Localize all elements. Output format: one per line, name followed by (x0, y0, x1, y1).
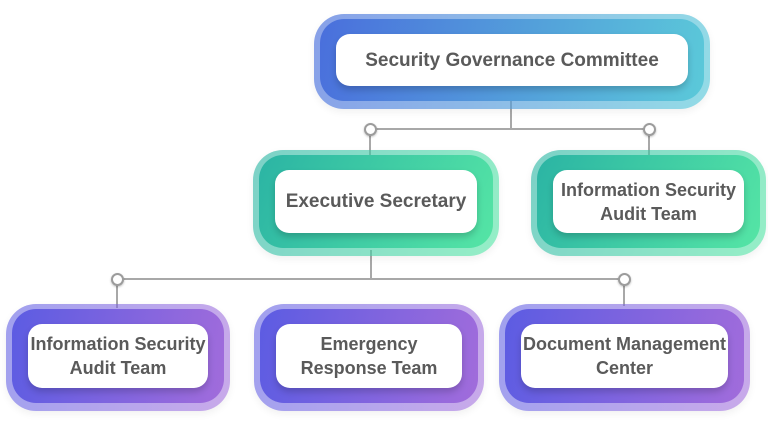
node-card: Information Security Audit Team (553, 170, 744, 233)
node-label-line: Center (595, 358, 653, 378)
junction-dot (111, 273, 124, 286)
node-card: Executive Secretary (275, 170, 477, 233)
node-gradient-frame: Security Governance Committee (320, 19, 704, 101)
junction-dot (618, 273, 631, 286)
node-label-line: Emergency (320, 334, 418, 354)
node-label-line: Response Team (300, 358, 438, 378)
node-label: Executive Secretary (285, 191, 467, 212)
node-label-line: Information Security (560, 179, 737, 200)
node-label: Security Governance Committee (365, 49, 659, 71)
connector-line-mid-vertical (370, 250, 372, 280)
org-node-information-security-audit-team-bottom: Information Security Audit Team (6, 304, 230, 411)
node-card: Information Security Audit Team (28, 324, 208, 388)
node-card: Security Governance Committee (336, 34, 688, 86)
org-node-information-security-audit-team-top: Information Security Audit Team (531, 150, 766, 256)
node-label-line: Audit Team (600, 203, 697, 224)
connector-line-row2-right-stub (623, 281, 625, 306)
node-label-line: Document Management (522, 334, 727, 354)
org-node-emergency-response-team: Emergency Response Team (254, 304, 484, 411)
connector-line-row2-horizontal (117, 278, 625, 280)
connector-line-row2-left-stub (116, 281, 118, 308)
connector-line-row1-right-stub (648, 131, 650, 156)
node-label-line: Information Security (30, 334, 206, 354)
org-node-executive-secretary: Executive Secretary (253, 150, 499, 256)
node-gradient-frame: Information Security Audit Team (537, 155, 760, 248)
connector-line-row1-left-stub (369, 131, 371, 156)
node-gradient-frame: Emergency Response Team (260, 309, 478, 403)
node-card: Emergency Response Team (276, 324, 462, 388)
connector-line-top-vertical (510, 100, 512, 130)
node-gradient-frame: Information Security Audit Team (12, 309, 224, 403)
org-node-document-management-center: Document Management Center (499, 304, 750, 411)
org-node-security-governance-committee: Security Governance Committee (314, 14, 710, 109)
node-card: Document Management Center (521, 324, 728, 388)
connector-line-row1-horizontal (370, 128, 650, 130)
junction-dot (643, 123, 656, 136)
junction-dot (364, 123, 377, 136)
node-gradient-frame: Executive Secretary (259, 155, 493, 248)
node-label-line: Audit Team (69, 358, 167, 378)
node-gradient-frame: Document Management Center (505, 309, 744, 403)
